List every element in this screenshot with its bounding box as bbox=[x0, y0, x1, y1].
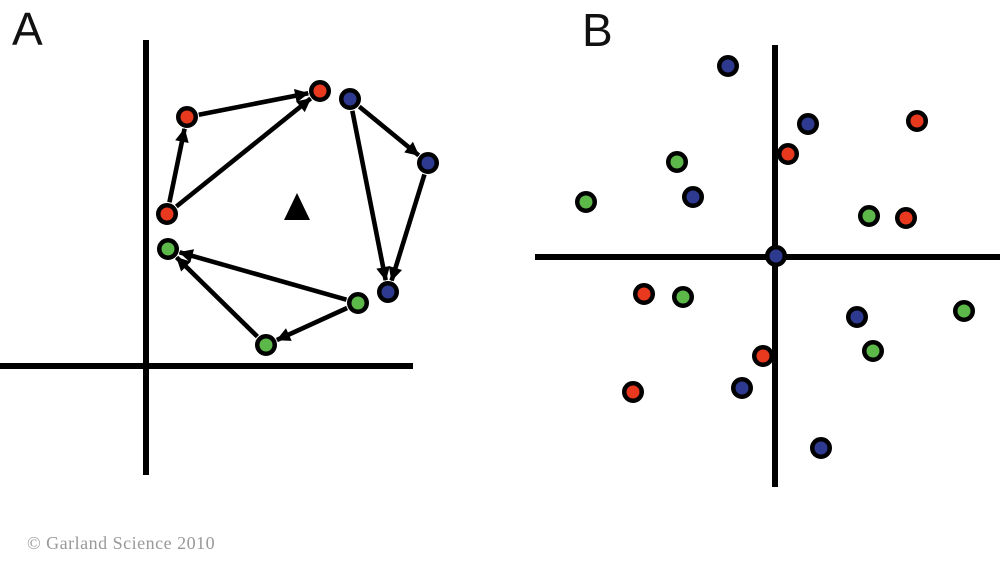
data-point-red bbox=[156, 203, 178, 225]
movement-arrow bbox=[167, 128, 189, 203]
data-point-red bbox=[906, 110, 928, 132]
data-point-green bbox=[255, 334, 277, 356]
panel-a-label: A bbox=[12, 3, 43, 55]
data-point-green bbox=[157, 238, 179, 260]
panel-b bbox=[535, 45, 1000, 487]
data-point-red bbox=[622, 381, 644, 403]
data-point-green bbox=[953, 300, 975, 322]
data-point-green bbox=[862, 340, 884, 362]
data-point-red bbox=[633, 283, 655, 305]
data-point-blue bbox=[377, 281, 399, 303]
data-point-blue bbox=[682, 186, 704, 208]
data-point-red bbox=[895, 207, 917, 229]
data-point-green bbox=[666, 151, 688, 173]
movement-arrow bbox=[174, 255, 260, 339]
data-point-red bbox=[777, 143, 799, 165]
movement-arrow bbox=[198, 89, 309, 117]
panel-b-label: B bbox=[582, 4, 613, 56]
data-point-blue bbox=[765, 245, 787, 267]
data-point-red bbox=[176, 106, 198, 128]
centroid-triangle-marker bbox=[284, 193, 310, 220]
movement-arrow bbox=[275, 305, 349, 343]
data-point-red bbox=[752, 345, 774, 367]
data-point-blue bbox=[417, 152, 439, 174]
copyright-text: © Garland Science 2010 bbox=[27, 533, 216, 553]
movement-arrow bbox=[357, 104, 421, 158]
data-point-green bbox=[347, 292, 369, 314]
data-point-green bbox=[858, 205, 880, 227]
data-point-blue bbox=[717, 55, 739, 77]
data-point-green bbox=[575, 191, 597, 213]
movement-arrow bbox=[388, 173, 427, 282]
movement-arrow bbox=[178, 249, 348, 302]
data-point-blue bbox=[810, 437, 832, 459]
data-point-blue bbox=[846, 306, 868, 328]
data-point-blue bbox=[797, 113, 819, 135]
data-point-green bbox=[672, 286, 694, 308]
movement-arrow bbox=[174, 96, 313, 209]
data-point-blue bbox=[731, 377, 753, 399]
data-point-red bbox=[309, 80, 331, 102]
panel-a bbox=[0, 40, 439, 475]
data-point-blue bbox=[339, 88, 361, 110]
movement-arrow bbox=[350, 110, 390, 281]
